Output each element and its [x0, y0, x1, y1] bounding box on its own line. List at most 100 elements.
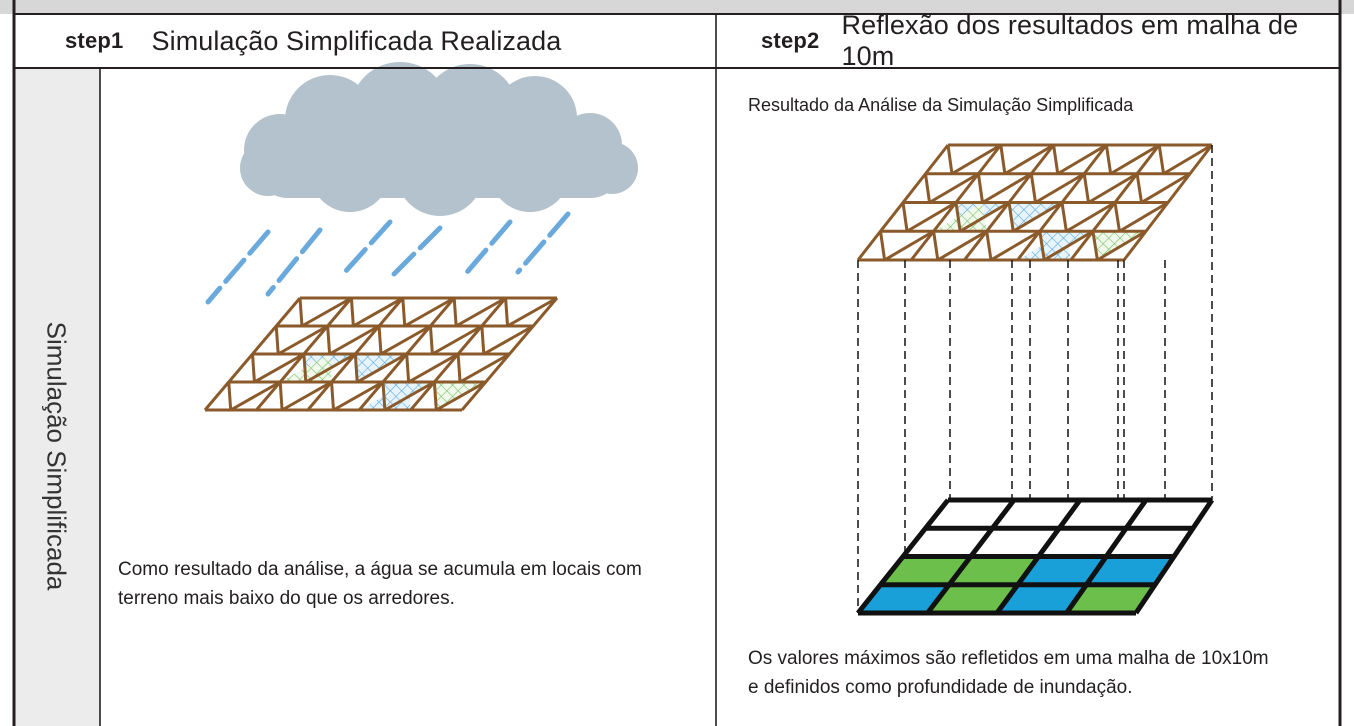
- tin-mesh-step2: [856, 143, 1214, 262]
- grid-cell: [949, 556, 1039, 585]
- step2-description-line2: e definidos como profundidade de inundaç…: [748, 677, 1133, 698]
- mesh-edge: [459, 352, 511, 384]
- mesh-edge: [302, 353, 308, 383]
- mesh-edge: [381, 381, 387, 411]
- mesh-edge: [1140, 172, 1191, 204]
- step1-title: Simulação Simplificada Realizada: [151, 25, 562, 56]
- mesh-edge: [1007, 202, 1015, 232]
- grid-cell: [1038, 528, 1127, 557]
- mesh-edge: [946, 144, 954, 174]
- grid-cell: [858, 584, 950, 613]
- mesh-edge: [1004, 143, 1055, 176]
- mesh-edge: [305, 352, 357, 384]
- grid-line: [856, 498, 950, 615]
- mesh-edge: [326, 325, 332, 355]
- mesh-edge: [506, 296, 558, 328]
- grid-cell: [970, 528, 1060, 557]
- mesh-edge: [1034, 172, 1085, 204]
- mesh-edge: [1038, 231, 1046, 261]
- projection-lines: [857, 145, 1213, 613]
- mesh-edge: [380, 324, 432, 356]
- step1-description-line2: terreno mais baixo do que os arredores.: [118, 588, 455, 609]
- mesh-edge: [229, 380, 281, 412]
- mesh-edge: [954, 202, 962, 232]
- step2-description-line1: Os valores máximos são refletidos em uma…: [748, 648, 1269, 669]
- mesh-edge: [377, 325, 383, 355]
- mesh-edge: [901, 202, 909, 232]
- mesh-edge: [253, 352, 305, 384]
- grid-cell: [997, 584, 1087, 613]
- mesh-edge: [281, 380, 333, 412]
- mesh-edge: [1060, 202, 1068, 232]
- mesh-edge: [435, 380, 487, 412]
- step1-description: Como resultado da análise, a água se acu…: [118, 555, 698, 613]
- result-label: Resultado da Análise da Simulação Simpli…: [748, 95, 1134, 115]
- cloud-base: [258, 140, 620, 198]
- mesh-edge: [1113, 202, 1121, 232]
- mesh-edge: [976, 173, 984, 203]
- cloud-icon: [240, 62, 638, 216]
- top-band: [0, 0, 1354, 14]
- rain-streak: [385, 225, 443, 283]
- rain-streak: [459, 219, 513, 281]
- mesh-edge: [384, 380, 436, 412]
- mesh-edge: [1029, 173, 1037, 203]
- mesh-edge: [504, 297, 510, 327]
- mesh-edge: [227, 381, 233, 411]
- mesh-edge: [301, 296, 353, 328]
- step1-description-line1: Como resultado da análise, a água se acu…: [118, 559, 642, 580]
- mesh-edge: [1096, 229, 1147, 262]
- rain-icon: [205, 211, 571, 305]
- mesh-edge: [951, 143, 1002, 176]
- grid-10m: [856, 497, 1215, 616]
- rain-streak: [515, 211, 571, 275]
- sidebar: Simulação Simplificada: [14, 68, 100, 726]
- mesh-edge: [251, 353, 256, 383]
- grid-cell: [992, 500, 1080, 529]
- mesh-edge: [278, 381, 284, 411]
- step2-label: step2: [761, 28, 820, 53]
- mesh-edge: [1052, 144, 1060, 174]
- mesh-edge: [356, 352, 408, 384]
- mesh-edge: [349, 297, 355, 327]
- mesh-edge: [981, 172, 1033, 204]
- grid-cell: [1086, 556, 1174, 585]
- mesh-edge: [353, 353, 359, 383]
- grid-line: [925, 498, 1016, 615]
- mesh-edge: [1082, 173, 1090, 203]
- grid-cell: [880, 556, 971, 585]
- mesh-edge: [298, 297, 304, 327]
- mesh-edge: [985, 231, 993, 261]
- mesh-edge: [1104, 144, 1113, 174]
- mesh-edge: [924, 173, 931, 203]
- mesh-edge: [428, 325, 434, 355]
- mesh-edge: [332, 380, 384, 412]
- mesh-edge: [1065, 201, 1116, 233]
- mesh-edge: [1087, 172, 1138, 204]
- mesh-edge: [1162, 143, 1213, 176]
- grid-cell: [925, 500, 1014, 529]
- mesh-edge: [932, 231, 940, 261]
- grid-line: [994, 498, 1083, 615]
- mesh-edge: [990, 229, 1041, 262]
- mesh-edge: [1118, 201, 1169, 233]
- step2-description: Os valores máximos são refletidos em uma…: [748, 644, 1338, 702]
- rain-streak: [205, 229, 271, 305]
- grid-line: [1064, 498, 1149, 615]
- grid-cell: [1066, 584, 1155, 613]
- mesh-edge: [407, 352, 459, 384]
- mesh-edge: [883, 229, 935, 262]
- mesh-edge: [1091, 231, 1099, 261]
- mesh-edge: [1056, 143, 1108, 176]
- mesh-edge: [1135, 173, 1143, 203]
- mesh-edge: [456, 353, 462, 383]
- rain-streak: [342, 219, 393, 275]
- rain-streak: [265, 227, 323, 297]
- mesh-edge: [906, 201, 957, 233]
- mesh-edge: [274, 325, 280, 355]
- grid-cell: [927, 584, 1018, 613]
- mesh-edge: [1157, 144, 1166, 174]
- grid-cell: [903, 528, 993, 557]
- step1-label: step1: [65, 28, 124, 53]
